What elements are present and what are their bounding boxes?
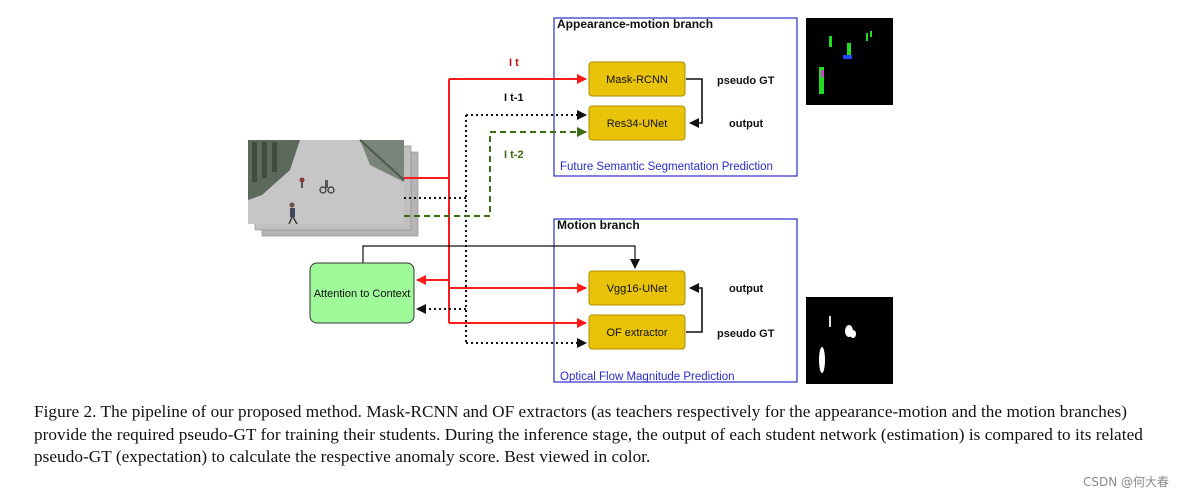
dotted-input-lines: [404, 110, 587, 348]
of-extractor-box: OF extractor: [588, 314, 686, 350]
appearance-branch-title: Appearance-motion branch: [557, 17, 713, 31]
input-frames: [248, 139, 419, 237]
motion-pseudo-gt-label: pseudo GT: [717, 328, 775, 340]
input-label-t: I t: [509, 57, 519, 69]
green-dashed-input-line: [404, 127, 587, 217]
motion-branch-title: Motion branch: [557, 218, 640, 232]
frame-image: [248, 139, 405, 225]
mask-rcnn-box: Mask-RCNN: [588, 61, 686, 97]
red-input-lines: [404, 74, 587, 328]
input-label-t1: I t-1: [504, 92, 524, 104]
vgg16-unet-box: Vgg16-UNet: [588, 270, 686, 306]
svg-text:Res34-UNet: Res34-UNet: [607, 118, 668, 130]
appearance-branch-subtitle: Future Semantic Segmentation Prediction: [560, 161, 773, 173]
appearance-branch-box: [553, 17, 798, 177]
appearance-output-label: output: [729, 118, 764, 130]
watermark: CSDN @何大春: [1082, 475, 1169, 489]
res34-unet-box: Res34-UNet: [588, 105, 686, 141]
pipeline-diagram: Appearance-motion branch Future Semantic…: [248, 17, 893, 384]
svg-text:Mask-RCNN: Mask-RCNN: [606, 74, 668, 86]
motion-output-label: output: [729, 283, 764, 295]
appearance-pseudo-gt-label: pseudo GT: [717, 75, 775, 87]
optical-flow-thumbnail: [806, 297, 893, 384]
appearance-feedback-arrow: [686, 78, 703, 128]
figure-caption: Figure 2. The pipeline of our proposed m…: [34, 402, 1143, 466]
motion-feedback-arrow: [686, 283, 703, 333]
attention-link-arrow: [362, 245, 640, 269]
svg-text:Attention to Context: Attention to Context: [314, 288, 411, 300]
svg-text:Vgg16-UNet: Vgg16-UNet: [607, 283, 668, 295]
input-label-t2: I t-2: [504, 149, 524, 161]
motion-branch-box: [553, 218, 798, 383]
motion-branch-subtitle: Optical Flow Magnitude Prediction: [560, 371, 735, 383]
segmentation-mask-thumbnail: [806, 18, 893, 105]
attention-box: Attention to Context: [309, 262, 415, 324]
svg-text:OF extractor: OF extractor: [606, 327, 667, 339]
